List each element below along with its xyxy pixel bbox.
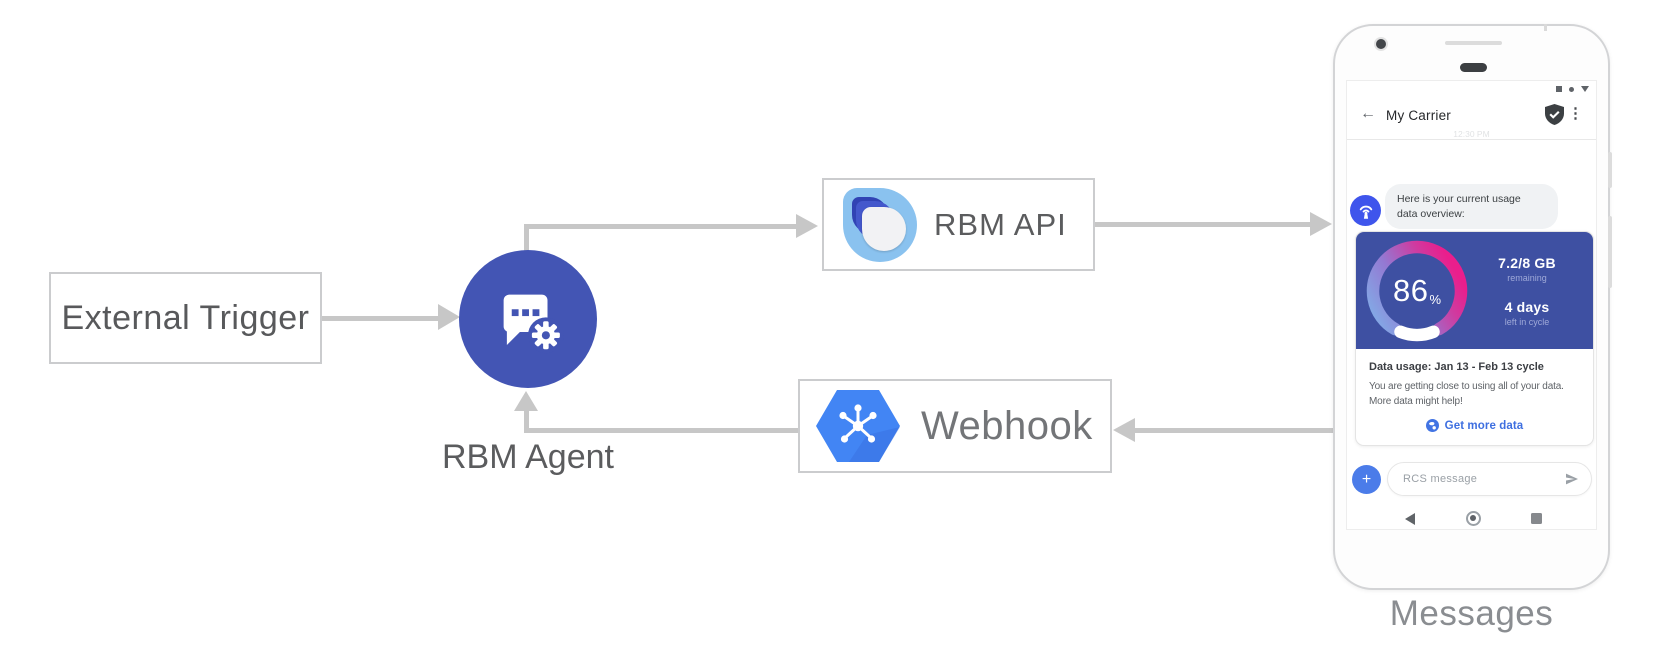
arrow-agent-to-api-line	[524, 224, 796, 229]
nav-home-icon[interactable]	[1466, 511, 1481, 526]
header-divider	[1347, 139, 1596, 140]
status-bar	[1556, 86, 1589, 92]
webhook-label: Webhook	[921, 403, 1093, 448]
usage-gauge-panel: 86 % 7.2/8 GB remaining 4 days left in c…	[1356, 232, 1593, 349]
agent-avatar	[1350, 195, 1381, 226]
top-speaker-grill	[1445, 41, 1502, 45]
chat-header: ← My Carrier ⋮	[1347, 95, 1596, 139]
usage-body-line-1: You are getting close to using all of yo…	[1369, 381, 1564, 392]
back-arrow-icon[interactable]: ←	[1360, 105, 1376, 122]
status-square-icon	[1556, 86, 1562, 92]
gauge-percent-value: 86	[1392, 273, 1429, 308]
antenna-icon	[1359, 205, 1372, 219]
nav-recents-icon[interactable]	[1531, 513, 1542, 524]
send-icon[interactable]	[1564, 471, 1580, 487]
rbm-agent-label: RBM Agent	[442, 438, 614, 476]
rbm-api-label: RBM API	[934, 206, 1067, 242]
google-cloud-hexagon-icon	[816, 390, 900, 462]
days-left-value: 4 days	[1504, 298, 1550, 315]
usage-cycle-title: Data usage: Jan 13 - Feb 13 cycle	[1369, 361, 1544, 373]
arrow-agent-to-api-vertical	[524, 224, 529, 254]
front-camera	[1376, 39, 1386, 49]
usage-gauge	[1366, 240, 1468, 342]
rbm-api-node: RBM API	[822, 178, 1095, 271]
external-trigger-label: External Trigger	[61, 298, 310, 337]
get-more-data-button[interactable]: Get more data	[1369, 419, 1580, 432]
usage-body-text: You are getting close to using all of yo…	[1369, 379, 1580, 409]
earpiece-speaker	[1460, 63, 1487, 72]
external-trigger-node: External Trigger	[49, 272, 322, 364]
days-left-label: left in cycle	[1504, 316, 1550, 327]
rbm-api-logo-icon	[843, 187, 917, 262]
chat-title: My Carrier	[1386, 108, 1451, 123]
arrow-trigger-to-agent-head	[438, 304, 460, 330]
status-dot-icon	[1569, 86, 1574, 92]
arrow-webhook-to-agent-line	[524, 428, 798, 433]
more-menu-icon[interactable]: ⋮	[1568, 105, 1583, 122]
timestamp: 12:30 PM	[1453, 129, 1490, 139]
usage-body-line-2: More data might help!	[1369, 396, 1463, 407]
add-attachment-button[interactable]: +	[1352, 465, 1381, 494]
nav-back-icon[interactable]	[1405, 513, 1415, 525]
globe-icon	[1425, 419, 1439, 432]
volume-button	[1608, 216, 1612, 288]
arrow-webhook-to-agent-head	[514, 391, 538, 411]
arrow-trigger-to-agent-line	[322, 316, 438, 321]
bubble-line-1: Here is your current usage	[1397, 193, 1521, 205]
rcs-message-placeholder: RCS message	[1403, 473, 1478, 485]
arrow-api-to-phone-head	[1310, 212, 1332, 236]
rbm-agent-node	[459, 250, 597, 388]
chat-bubble: Here is your current usage data overview…	[1385, 184, 1558, 229]
antenna-band	[1544, 24, 1547, 31]
chat-gear-icon	[503, 294, 564, 354]
arrow-agent-to-api-head	[796, 214, 818, 238]
data-usage-card: 86 % 7.2/8 GB remaining 4 days left in c…	[1355, 231, 1594, 446]
rcs-message-input[interactable]: RCS message	[1387, 462, 1592, 496]
arrow-webhook-to-agent-vertical	[524, 406, 529, 433]
usage-stats: 7.2/8 GB remaining 4 days left in cycle	[1467, 232, 1587, 349]
phone-mockup: ← My Carrier ⋮ 12:30 PM Here is	[1333, 24, 1612, 590]
arrow-api-to-phone-line	[1095, 222, 1312, 227]
usage-details-panel: Data usage: Jan 13 - Feb 13 cycle You ar…	[1356, 349, 1593, 432]
gauge-percent: 86 %	[1362, 236, 1472, 346]
webhook-node: Webhook	[798, 379, 1112, 473]
device-label: Messages	[1389, 594, 1554, 633]
status-triangle-icon	[1581, 86, 1589, 92]
phone-screen: ← My Carrier ⋮ 12:30 PM Here is	[1346, 80, 1597, 530]
get-more-data-label: Get more data	[1444, 419, 1524, 432]
verified-shield-icon	[1545, 104, 1564, 125]
bubble-line-2: data overview:	[1397, 208, 1465, 221]
gauge-percent-sign: %	[1429, 291, 1442, 307]
power-button	[1608, 152, 1612, 188]
arrow-phone-to-webhook-head	[1113, 418, 1135, 442]
android-nav-bar	[1347, 506, 1596, 530]
arrow-phone-to-webhook-line	[1135, 428, 1333, 433]
data-remaining-label: remaining	[1507, 272, 1547, 283]
data-remaining-value: 7.2/8 GB	[1498, 254, 1556, 271]
